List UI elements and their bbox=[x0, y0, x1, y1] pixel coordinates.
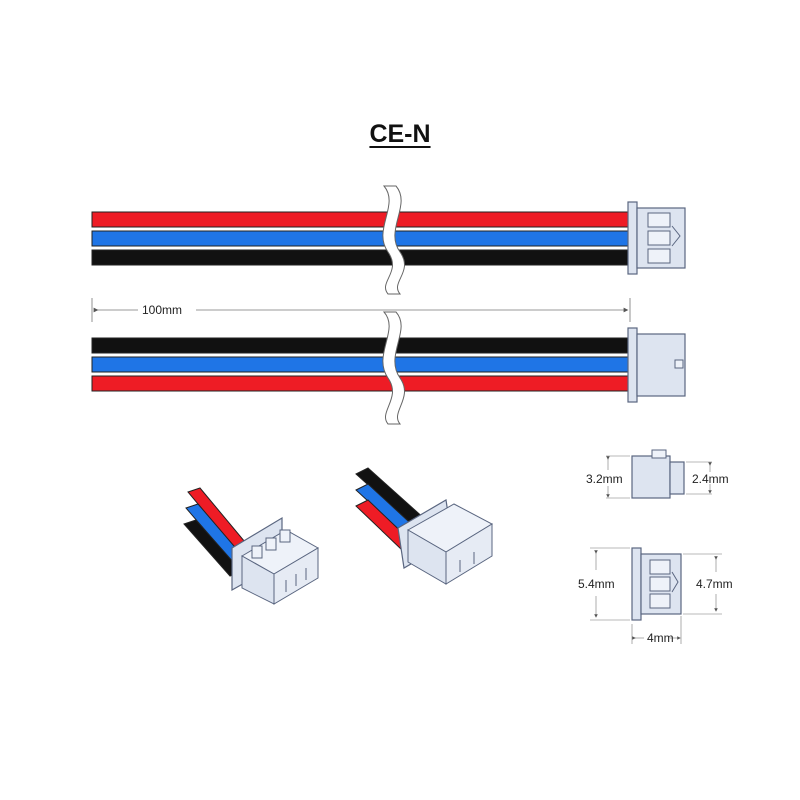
front-inner-label: 4.7mm bbox=[696, 577, 733, 591]
top-connector bbox=[627, 201, 686, 275]
bottom-wire-blue bbox=[91, 356, 633, 373]
bottom-wire-black bbox=[91, 337, 633, 354]
perspective-view-left bbox=[183, 487, 320, 605]
top-wire-black bbox=[91, 249, 633, 266]
top-wire-red bbox=[91, 211, 633, 228]
bottom-wire-break bbox=[382, 311, 405, 425]
length-dimension: 100mm bbox=[91, 298, 631, 322]
bottom-cable bbox=[91, 311, 686, 425]
bottom-connector bbox=[627, 327, 686, 403]
side-inner-label: 2.4mm bbox=[692, 472, 729, 486]
bottom-wire-red bbox=[91, 375, 633, 392]
top-wire-blue bbox=[91, 230, 633, 247]
diagram-title: CE-N bbox=[369, 120, 431, 148]
front-depth-label: 4mm bbox=[647, 631, 674, 645]
top-cable bbox=[91, 185, 686, 295]
front-height-label: 5.4mm bbox=[578, 577, 615, 591]
top-wire-break bbox=[382, 185, 405, 295]
length-label: 100mm bbox=[142, 303, 182, 317]
side-dimension-view: 3.2mm 2.4mm bbox=[586, 449, 729, 499]
front-dimension-view: 5.4mm 4.7mm 4mm bbox=[578, 547, 733, 645]
side-height-label: 3.2mm bbox=[586, 472, 623, 486]
perspective-view-right bbox=[355, 467, 494, 585]
